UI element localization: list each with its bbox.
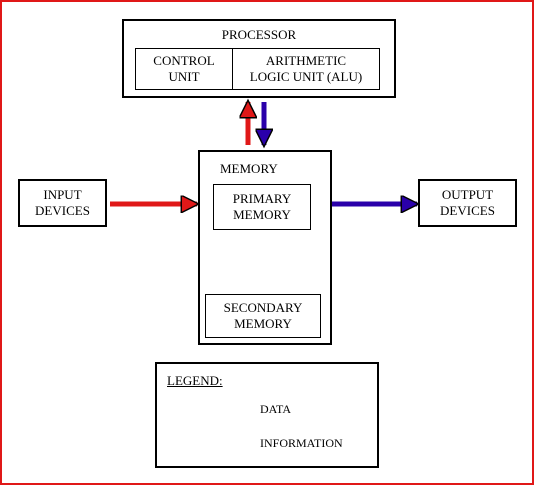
output-devices-box: OUTPUT DEVICES [418, 179, 517, 227]
output-devices-label: OUTPUT DEVICES [440, 187, 495, 218]
primary-memory-label: PRIMARY MEMORY [232, 191, 292, 222]
legend-information-label: INFORMATION [260, 436, 343, 450]
legend-data-label: DATA [260, 402, 292, 416]
alu-label: ARITHMETIC LOGIC UNIT (ALU) [249, 53, 363, 84]
primary-memory-box: PRIMARY MEMORY [213, 184, 311, 230]
processor-box: PROCESSOR CONTROL UNIT ARITHMETIC LOGIC … [122, 19, 396, 98]
control-unit-label: CONTROL UNIT [153, 53, 215, 84]
processor-units-box: CONTROL UNIT ARITHMETIC LOGIC UNIT (ALU) [135, 48, 380, 90]
input-devices-label: INPUT DEVICES [35, 187, 90, 218]
secondary-memory-box: SECONDARY MEMORY [205, 294, 321, 338]
memory-title: MEMORY [220, 161, 278, 176]
secondary-memory-label: SECONDARY MEMORY [223, 300, 303, 331]
memory-box: MEMORY PRIMARY MEMORY SECONDARY MEMORY [198, 150, 332, 345]
legend-box: LEGEND: DATA INFORMATION [155, 362, 379, 468]
processor-title: PROCESSOR [221, 27, 297, 42]
processor-units-divider [232, 49, 233, 89]
input-devices-box: INPUT DEVICES [18, 179, 107, 227]
legend-title: LEGEND: [167, 373, 223, 388]
